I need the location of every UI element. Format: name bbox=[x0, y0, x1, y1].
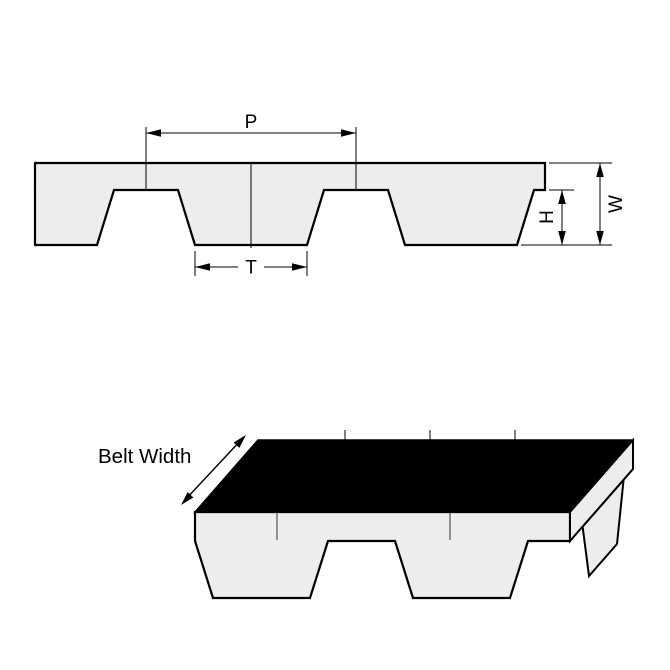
dimension-thickness: W bbox=[596, 163, 627, 245]
belt-profile bbox=[33, 161, 547, 247]
dimension-tooth-width: T bbox=[194, 251, 308, 279]
cross-section-view: P T H W bbox=[33, 112, 627, 279]
dimension-pitch: P bbox=[145, 112, 357, 189]
belt-top-face bbox=[193, 439, 635, 513]
thickness-arrow-bottom-icon bbox=[596, 231, 604, 245]
dimension-tooth-height: H bbox=[537, 190, 566, 245]
pitch-arrow-right-icon bbox=[341, 129, 356, 137]
tooth-width-label: T bbox=[245, 258, 257, 279]
thickness-label: W bbox=[606, 195, 627, 213]
tooth-height-arrow-bottom-icon bbox=[558, 231, 566, 245]
pitch-label: P bbox=[245, 112, 258, 133]
pitch-arrow-left-icon bbox=[146, 129, 161, 137]
isometric-view: Belt Width bbox=[98, 430, 635, 600]
belt-width-arrow-lower-icon bbox=[181, 492, 194, 505]
tooth-width-arrow-right-icon bbox=[292, 263, 307, 271]
belt-width-dimension: Belt Width bbox=[98, 435, 246, 505]
tooth-height-arrow-top-icon bbox=[558, 190, 566, 204]
belt-width-dimension-line bbox=[184, 438, 243, 501]
belt-width-label: Belt Width bbox=[98, 445, 191, 468]
tooth-width-arrow-left-icon bbox=[195, 263, 210, 271]
thickness-arrow-top-icon bbox=[596, 163, 604, 177]
tooth-height-label: H bbox=[537, 210, 558, 224]
belt-width-arrow-upper-icon bbox=[233, 435, 246, 448]
